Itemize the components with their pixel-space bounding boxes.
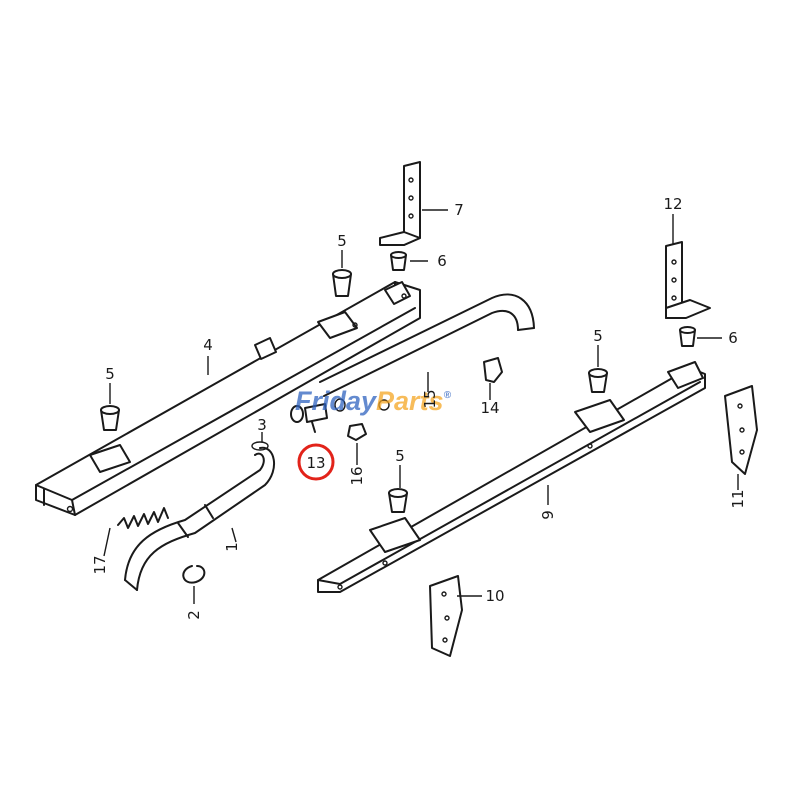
elbow-part-14 — [483, 357, 503, 383]
highlight-circle-part-13 — [297, 443, 335, 481]
bracket-part-12 — [665, 241, 711, 319]
bushing-part-5-c — [588, 368, 608, 393]
channel-rail-part-4 — [35, 281, 421, 516]
bracket-part-7 — [379, 161, 421, 246]
label-part-5-b: 5 — [105, 365, 115, 383]
fitting-part-13 — [290, 403, 328, 433]
channel-rail-part-9 — [317, 361, 706, 593]
plate-part-10 — [429, 575, 463, 657]
plate-part-11 — [724, 385, 758, 475]
label-part-11: 11 — [729, 489, 747, 508]
label-part-16: 16 — [348, 466, 366, 485]
bushing-part-5-d — [388, 488, 408, 513]
label-part-13: 13 — [306, 454, 325, 472]
label-part-5-a: 5 — [337, 232, 347, 250]
bushing-part-6-b — [679, 326, 696, 347]
ring-part-15-b — [378, 399, 390, 411]
clamp-part-3 — [251, 441, 269, 451]
tube-part-15 — [319, 293, 535, 397]
bushing-part-5-b — [100, 405, 120, 431]
label-part-15: 15 — [421, 389, 439, 408]
bushing-part-5-a — [332, 269, 352, 297]
watermark-registered-mark: ® — [444, 390, 452, 401]
leader-lines — [103, 209, 739, 604]
watermark-word-parts: Parts — [376, 386, 444, 416]
bushing-part-6-a — [390, 251, 407, 271]
nut-part-16 — [347, 423, 367, 441]
ring-part-15-a — [334, 398, 346, 412]
label-part-6-a: 6 — [437, 252, 447, 270]
label-part-1: 1 — [223, 542, 241, 552]
spring-part-17 — [117, 507, 169, 529]
label-part-17: 17 — [91, 555, 109, 574]
label-part-2: 2 — [185, 610, 203, 620]
clamp-part-2 — [182, 565, 206, 584]
label-part-10: 10 — [485, 587, 504, 605]
label-part-14: 14 — [480, 399, 499, 417]
label-part-3: 3 — [257, 416, 267, 434]
label-part-12: 12 — [663, 195, 682, 213]
hose-part-1 — [124, 446, 275, 591]
label-part-5-d: 5 — [395, 447, 405, 465]
label-part-6-b: 6 — [728, 329, 738, 347]
watermark-logo: FridayParts® — [295, 386, 452, 416]
label-part-5-c: 5 — [593, 327, 603, 345]
label-part-9: 9 — [539, 510, 557, 520]
watermark-word-friday: Friday — [295, 386, 378, 416]
label-part-4: 4 — [203, 336, 213, 354]
label-part-7: 7 — [454, 201, 464, 219]
